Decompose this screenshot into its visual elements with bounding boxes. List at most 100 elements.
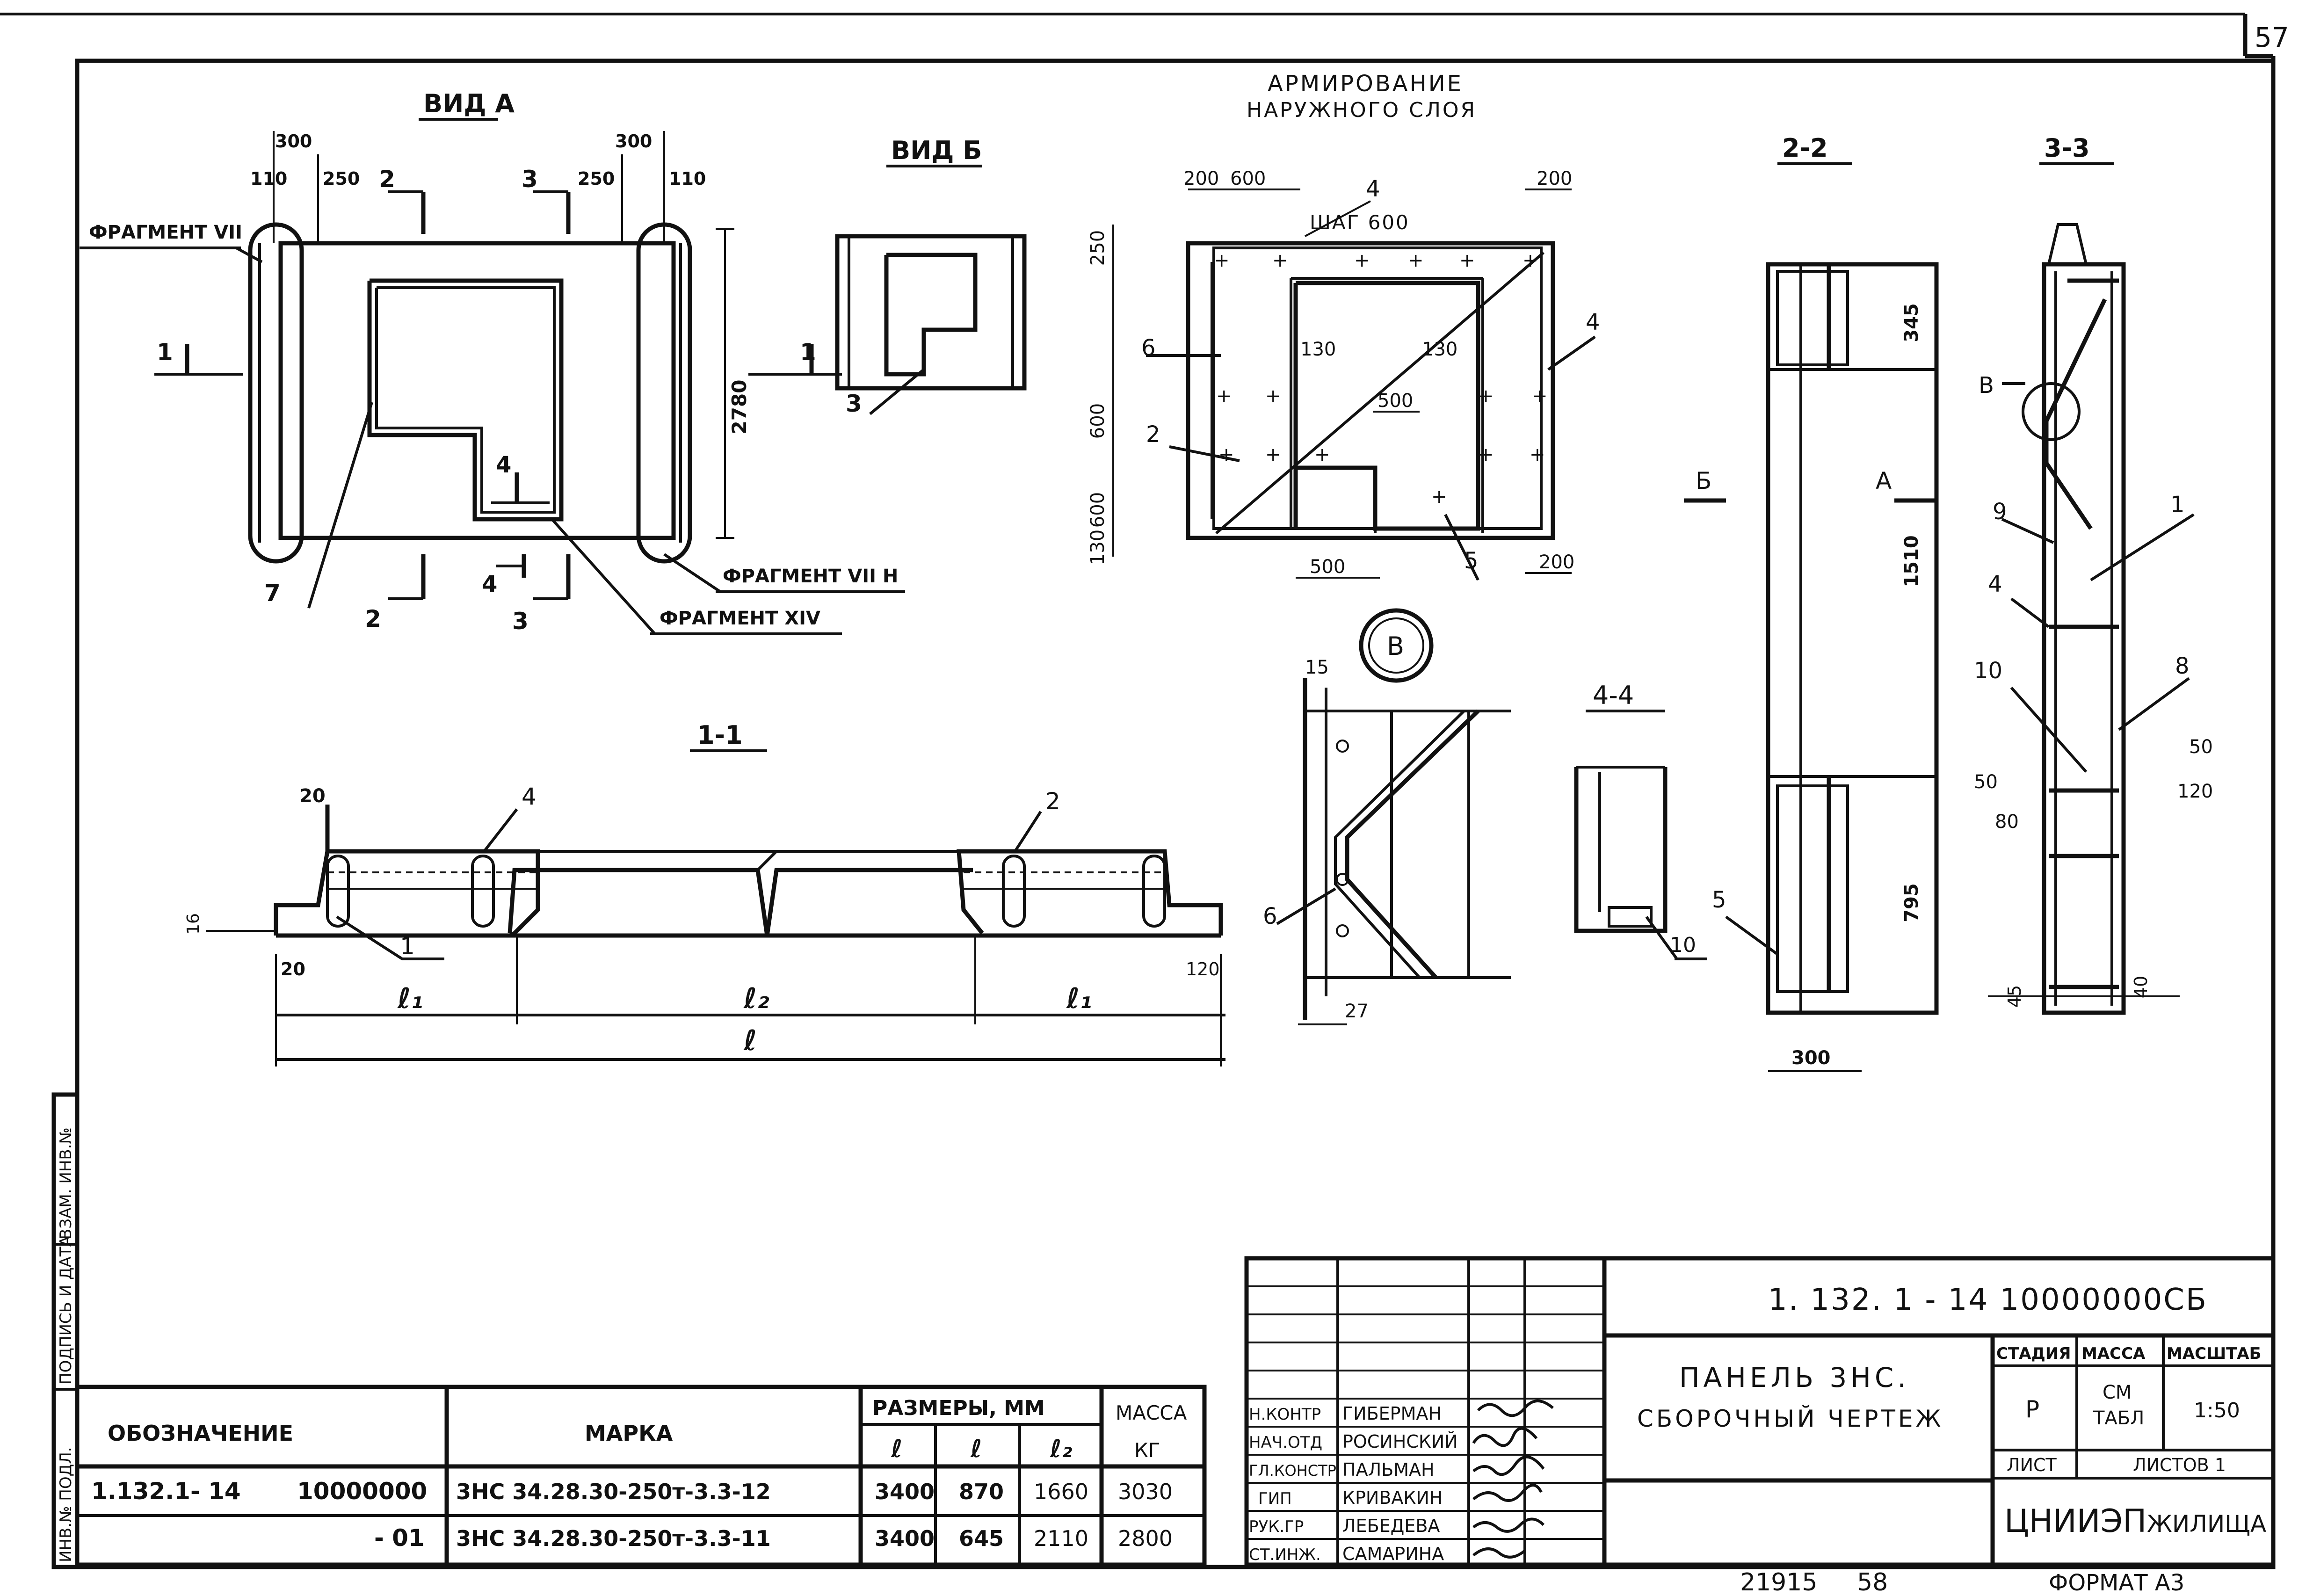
sec11-l2: ℓ₂ xyxy=(743,982,769,1015)
row1-l: 3400 xyxy=(875,1479,935,1504)
title-block: 1. 132. 1 - 14 10000000СБ ПАНЕЛЬ 3НС. СБ… xyxy=(1244,1256,2276,1567)
pos-9: 9 xyxy=(1993,499,2007,525)
svg-text:+: + xyxy=(1530,444,1545,465)
sec44-title: 4-4 xyxy=(1593,681,1634,710)
archive-number: 21915 xyxy=(1740,1568,1817,1596)
sec11-l: ℓ xyxy=(743,1024,757,1057)
staff-role-5: РУК.ГР xyxy=(1249,1517,1304,1536)
dim-250-right: 250 xyxy=(578,168,615,189)
mass-hdr: МАССА xyxy=(2081,1344,2146,1363)
sec33-80: 80 xyxy=(1995,811,2019,833)
row2-l2: 2110 xyxy=(1034,1526,1088,1551)
pos-4-sec33: 4 xyxy=(1988,571,2002,597)
pos-5: 5 xyxy=(1464,548,1479,574)
staff-name-2: РОСИНСКИЙ xyxy=(1342,1431,1458,1452)
staff-name-5: ЛЕБЕДЕВА xyxy=(1342,1516,1440,1536)
row1-designation-b: 10000000 xyxy=(297,1478,427,1505)
svg-text:+: + xyxy=(1532,385,1548,407)
sec11-l1-left: ℓ₁ xyxy=(397,982,423,1015)
sec-3-bottom: 3 xyxy=(512,608,529,635)
dim-250-left: 250 xyxy=(323,168,360,189)
row1-mass: 3030 xyxy=(1118,1479,1173,1504)
staff-name-4: КРИВАКИН xyxy=(1342,1487,1443,1508)
th-l: ℓ xyxy=(891,1435,903,1463)
pos-1-sec11: 1 xyxy=(400,933,415,960)
sec33-40: 40 xyxy=(2131,976,2151,998)
svg-text:+: + xyxy=(1214,250,1230,271)
sec-1-right: 1 xyxy=(800,339,816,366)
svg-text:+: + xyxy=(1431,486,1447,508)
sheet-hdr: ЛИСТ xyxy=(2007,1455,2057,1475)
view-b: ВИД Б 3 xyxy=(835,136,1027,417)
pos-1-sec33: 1 xyxy=(2170,492,2185,518)
sheet-format: ФОРМАТ А3 xyxy=(2049,1570,2184,1596)
sec22-300: 300 xyxy=(1791,1047,1831,1069)
svg-text:+: + xyxy=(1478,444,1494,465)
arrow-b: Б xyxy=(1696,467,1711,494)
section-3-3: 3-3 В 1 9 4 10 8 50 120 50 80 45 40 xyxy=(1974,133,2213,1015)
reinf-130-b: 130 xyxy=(1422,339,1457,360)
sec33-title: 3-3 xyxy=(2044,133,2090,163)
svg-text:+: + xyxy=(1265,444,1281,465)
fragment-xiv: ФРАГМЕНТ XIV xyxy=(660,608,820,629)
sec11-20-bottom: 20 xyxy=(281,959,305,979)
dim-110-left: 110 xyxy=(250,168,287,189)
sec22-795: 795 xyxy=(1901,883,1922,922)
svg-text:+: + xyxy=(1523,250,1538,271)
reinf-title-2: НАРУЖНОГО СЛОЯ xyxy=(1247,98,1477,122)
pos-4-sec11: 4 xyxy=(522,783,537,810)
row2-l: 3400 xyxy=(875,1526,935,1551)
th-b: ℓ xyxy=(970,1435,982,1463)
row1-l2: 1660 xyxy=(1034,1479,1088,1504)
scale-value: 1:50 xyxy=(2194,1399,2240,1422)
node-v-detail: В 15 27 6 xyxy=(1263,608,1511,1025)
sec33-120: 120 xyxy=(2177,781,2213,802)
row1-b: 870 xyxy=(959,1479,1004,1504)
reinf-500-bottom: 500 xyxy=(1310,556,1345,578)
fragment-vii-n: ФРАГМЕНТ VII Н xyxy=(723,566,898,587)
staff-role-6: СТ.ИНЖ. xyxy=(1249,1545,1321,1564)
th-l2: ℓ₂ xyxy=(1050,1435,1073,1463)
side-inv-repl: ВЗАМ. ИНВ.№ xyxy=(57,1127,75,1240)
th-kg: КГ xyxy=(1134,1439,1160,1462)
dim-300-right: 300 xyxy=(615,131,652,152)
row1-designation-a: 1.132.1- 14 xyxy=(91,1478,241,1505)
staff-role-4: ГИП xyxy=(1258,1489,1292,1508)
reinf-500-mid: 500 xyxy=(1378,390,1413,412)
pos-2-sec11: 2 xyxy=(1045,788,1060,815)
sheets-hdr: ЛИСТОВ 1 xyxy=(2133,1455,2226,1475)
svg-text:+: + xyxy=(1459,250,1475,271)
section-2-2: 2-2 345 1510 795 300 Б А 5 xyxy=(1684,133,1939,1072)
fragment-vii: ФРАГМЕНТ VII xyxy=(89,222,242,243)
sec11-16: 16 xyxy=(184,913,203,935)
step-600: ШАГ 600 xyxy=(1310,211,1410,234)
row2-designation-b: - 01 xyxy=(374,1524,425,1552)
row1-mark: 3НС 34.28.30-250т-3.3-12 xyxy=(456,1479,771,1504)
view-a-title: ВИД А xyxy=(423,89,515,118)
pos-8: 8 xyxy=(2175,653,2190,679)
scale-hdr: МАСШТАБ xyxy=(2167,1344,2262,1363)
th-designation: ОБОЗНАЧЕНИЕ xyxy=(108,1421,293,1446)
sec-3-top: 3 xyxy=(522,166,538,193)
nodev-27: 27 xyxy=(1345,1001,1369,1022)
signatures xyxy=(1472,1400,1554,1559)
section-4-4: 4-4 10 xyxy=(1574,681,1707,960)
doc-name-1: ПАНЕЛЬ 3НС. xyxy=(1679,1362,1910,1393)
sec-1-left: 1 xyxy=(157,339,173,366)
svg-text:+: + xyxy=(1265,385,1281,407)
staff-role-1: Н.КОНТР xyxy=(1249,1405,1321,1424)
sec22-title: 2-2 xyxy=(1782,133,1828,163)
org-sub: ЖИЛИЩА xyxy=(2147,1510,2266,1538)
row2-b: 645 xyxy=(959,1526,1004,1551)
node-v-callout: В xyxy=(1979,372,1994,399)
row2-mass: 2800 xyxy=(1118,1526,1173,1551)
org-main: ЦНИИЭП xyxy=(2004,1503,2146,1540)
sec11-20-top: 20 xyxy=(299,785,326,807)
side-inv-orig: ИНВ.№ ПОДЛ. xyxy=(57,1447,75,1562)
node-v-title: В xyxy=(1387,631,1404,661)
reinf-200-left: 200 xyxy=(1183,168,1219,189)
staff-name-3: ПАЛЬМАН xyxy=(1342,1459,1435,1480)
section-1-1: 1-1 4 2 1 20 16 20 120 ℓ₁ ℓ₂ xyxy=(184,720,1225,1066)
reinf-130-bottom: 130 xyxy=(1087,530,1109,565)
stage-hdr: СТАДИЯ xyxy=(1996,1344,2071,1363)
